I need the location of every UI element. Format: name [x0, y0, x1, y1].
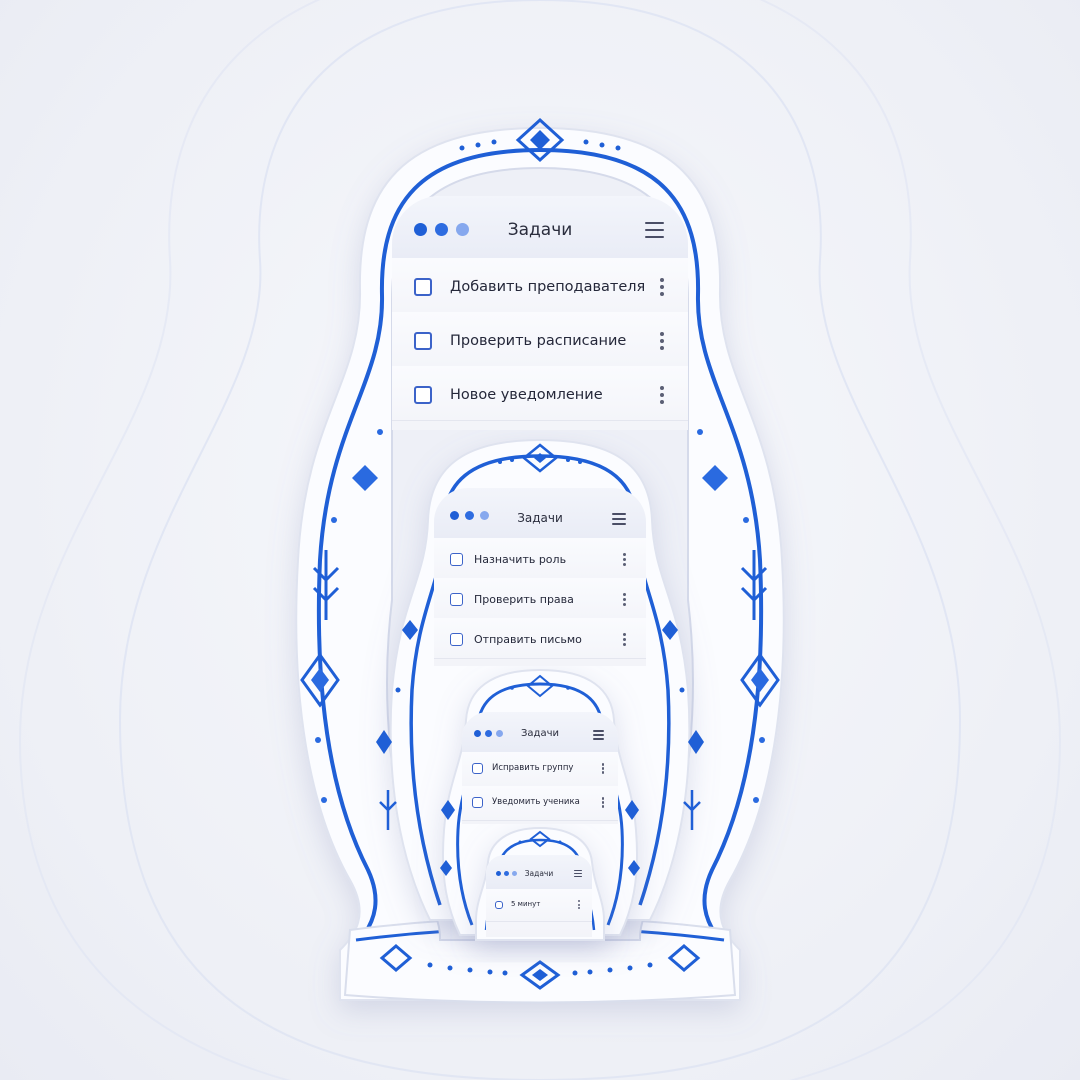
top-ornament-icon	[459, 117, 621, 163]
vertical-ellipsis-icon[interactable]	[660, 386, 664, 404]
task-row[interactable]: Новое уведомление	[392, 366, 688, 421]
vertical-ellipsis-icon[interactable]	[578, 900, 580, 909]
task-label: Проверить права	[474, 593, 574, 606]
task-checkbox[interactable]	[472, 797, 483, 808]
window-dot-2[interactable]	[485, 730, 492, 737]
task-window-1: Задачи Добавить преподавателя Проверить …	[392, 196, 688, 430]
window-dot-1[interactable]	[450, 511, 459, 520]
task-row[interactable]: Исправить группу	[462, 752, 618, 787]
task-window-4: Задачи 5 минут	[486, 855, 592, 937]
task-window-2: Задачи Назначить роль Проверить права От…	[434, 488, 646, 666]
title-bar: Задачи	[462, 712, 618, 753]
title-bar: Задачи	[392, 196, 688, 259]
window-dot-1[interactable]	[474, 730, 481, 737]
hamburger-menu-icon[interactable]	[612, 513, 626, 525]
task-row[interactable]: Проверить расписание	[392, 312, 688, 367]
task-row[interactable]: 5 минут	[486, 889, 592, 922]
task-row[interactable]: Уведомить ученика	[462, 786, 618, 821]
task-checkbox[interactable]	[414, 278, 432, 296]
window-dot-2[interactable]	[465, 511, 474, 520]
task-row[interactable]: Добавить преподавателя	[392, 258, 688, 313]
task-row[interactable]: Назначить роль	[434, 538, 646, 579]
task-checkbox[interactable]	[414, 386, 432, 404]
window-title: Задачи	[507, 220, 573, 240]
vertical-ellipsis-icon[interactable]	[601, 797, 604, 808]
vertical-ellipsis-icon[interactable]	[660, 278, 664, 296]
title-bar: Задачи	[486, 855, 592, 890]
window-dot-2[interactable]	[504, 871, 509, 876]
vertical-ellipsis-icon[interactable]	[660, 332, 664, 350]
window-title: Задачи	[521, 728, 559, 739]
window-dot-3[interactable]	[512, 871, 517, 876]
task-label: Уведомить ученика	[492, 797, 580, 807]
window-title: Задачи	[524, 869, 554, 878]
hamburger-menu-icon[interactable]	[574, 870, 582, 877]
window-dot-3[interactable]	[480, 511, 489, 520]
task-checkbox[interactable]	[495, 901, 503, 909]
task-label: Добавить преподавателя	[450, 279, 646, 295]
vertical-ellipsis-icon[interactable]	[601, 763, 604, 774]
task-label: Отправить письмо	[474, 633, 582, 646]
window-title: Задачи	[517, 511, 563, 525]
hamburger-menu-icon[interactable]	[593, 730, 604, 740]
title-bar: Задачи	[434, 488, 646, 539]
task-checkbox[interactable]	[450, 553, 463, 566]
task-row[interactable]: Проверить права	[434, 578, 646, 619]
task-label: 5 минут	[511, 900, 541, 908]
task-label: Исправить группу	[492, 763, 574, 773]
window-dot-1[interactable]	[414, 223, 427, 236]
vertical-ellipsis-icon[interactable]	[623, 593, 626, 606]
task-window-3: Задачи Исправить группу Уведомить ученик…	[462, 712, 618, 824]
task-label: Проверить расписание	[450, 333, 627, 349]
window-dot-3[interactable]	[496, 730, 503, 737]
task-checkbox[interactable]	[414, 332, 432, 350]
hamburger-menu-icon[interactable]	[645, 222, 664, 238]
task-row[interactable]: Отправить письмо	[434, 618, 646, 659]
window-dot-1[interactable]	[496, 871, 501, 876]
task-checkbox[interactable]	[450, 633, 463, 646]
task-checkbox[interactable]	[450, 593, 463, 606]
vertical-ellipsis-icon[interactable]	[623, 633, 626, 646]
task-label: Назначить роль	[474, 553, 567, 566]
task-checkbox[interactable]	[472, 763, 483, 774]
vertical-ellipsis-icon[interactable]	[623, 553, 626, 566]
window-dot-2[interactable]	[435, 223, 448, 236]
window-dot-3[interactable]	[456, 223, 469, 236]
task-label: Новое уведомление	[450, 387, 603, 403]
